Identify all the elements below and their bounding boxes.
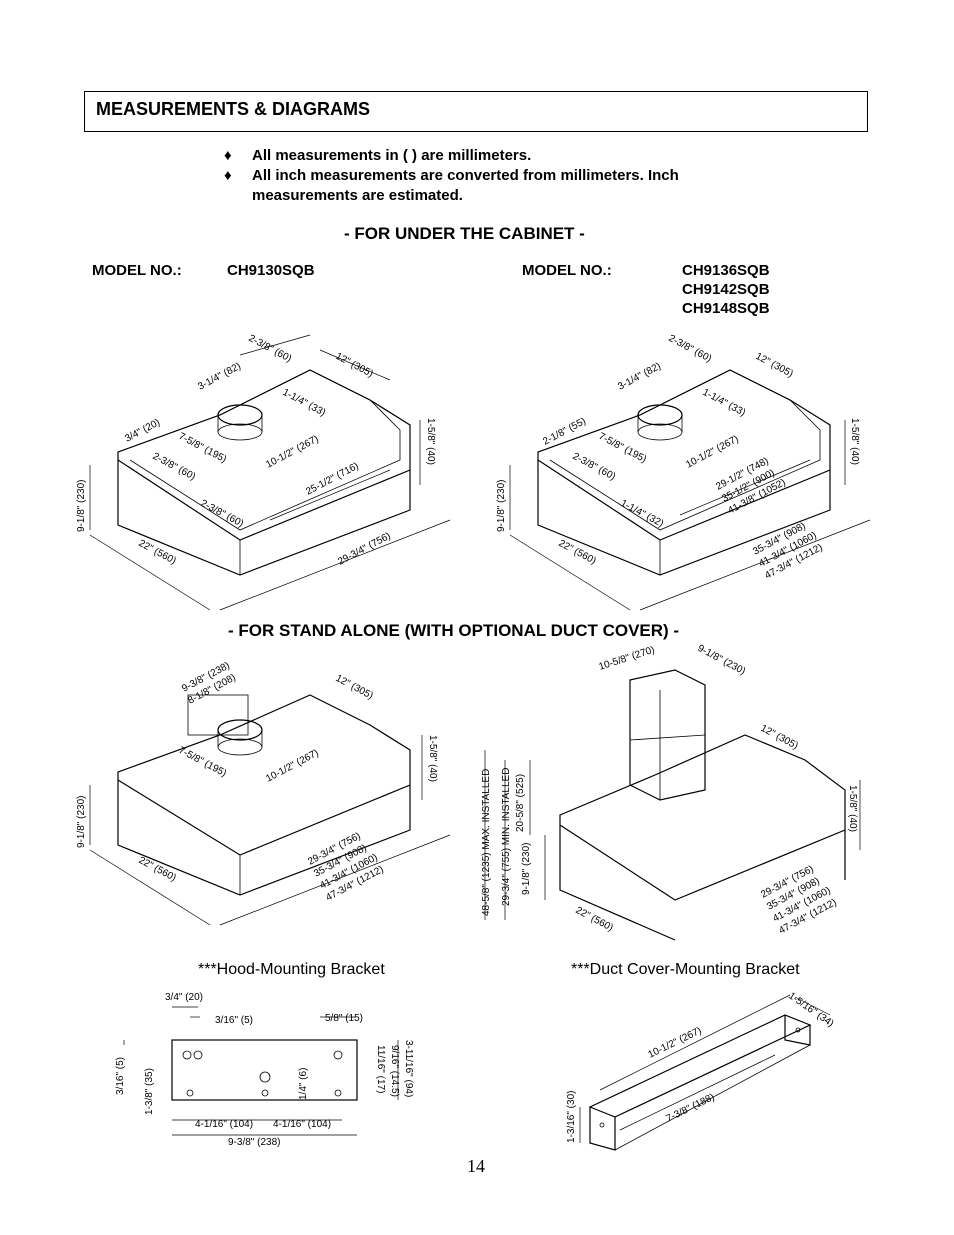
dimension-label: 29-3/4" (755) MIN. INSTALLED (501, 768, 512, 906)
dimension-lines (89, 735, 451, 926)
dimension-labels: 3/4" (20) 3/16" (5) 5/8" (15) 3-11/16" (… (115, 992, 414, 1148)
hood-outline (117, 694, 411, 896)
dimension-label: 10-1/2" (267) (264, 748, 320, 785)
dimension-label: 10-1/2" (267) (646, 1025, 703, 1060)
dimension-label: 9-1/8" (230) (696, 643, 747, 677)
hood-bracket-caption: ***Hood-Mounting Bracket (198, 961, 385, 978)
dimension-label: 3-11/16" (94) (403, 1040, 414, 1097)
note-text: All inch measurements are converted from… (252, 167, 679, 204)
dimension-labels: 9-3/8" (238) 8-1/8" (208) 12" (305) 7-5/… (76, 660, 438, 903)
dimension-label: 22" (560) (557, 538, 598, 567)
bracket-outline (588, 1014, 812, 1151)
dimension-label: 25-1/2" (716) (304, 461, 360, 498)
dimension-label: 3/16" (5) (215, 1015, 253, 1026)
dimension-label: 1-5/16" (34) (786, 990, 835, 1029)
duct-bracket-caption: ***Duct Cover-Mounting Bracket (571, 961, 800, 978)
dimension-labels: 2-3/8" (60) 12" (305) 3-1/4" (82) 1-1/4"… (496, 333, 860, 582)
dimension-lines (484, 750, 861, 920)
notes-list: ♦ All measurements in ( ) are millimeter… (224, 146, 784, 206)
dimension-label: 1-5/8" (40) (847, 785, 858, 832)
dimension-lines (123, 1006, 399, 1136)
dimension-label: 9/16" (14.5) (389, 1045, 400, 1097)
hood-outline (537, 369, 831, 576)
dimension-label: 9-1/8" (230) (76, 480, 87, 532)
section-header-box: MEASUREMENTS & DIAGRAMS (84, 91, 868, 132)
dimension-label: 2-3/8" (60) (247, 333, 294, 365)
stand-alone-hood-diagram-left: 9-3/8" (238) 8-1/8" (208) 12" (305) 7-5/… (76, 660, 451, 926)
dimension-label: 1-1/4" (33) (701, 387, 748, 419)
dimension-label: 1-1/4" (33) (281, 387, 328, 419)
dimension-label: 20-5/8" (525) (515, 774, 526, 832)
dimension-label: 12" (305) (334, 351, 375, 380)
dimension-labels: 2-3/8" (60) 12" (305) 3-1/4" (82) 1-1/4"… (76, 333, 436, 568)
dimension-label: 22" (560) (137, 538, 178, 567)
dimension-label: 48-5/8" (1235) MAX. INSTALLED (481, 769, 492, 916)
dimension-label: 1-3/16" (30) (566, 1091, 577, 1143)
dimension-label: 3/16" (5) (115, 1057, 126, 1095)
dimension-label: 5/8" (15) (325, 1013, 363, 1024)
hood-outline (559, 669, 846, 941)
dimension-label: 9-1/8" (230) (496, 480, 507, 532)
dimension-label: 11/16" (17) (375, 1045, 386, 1093)
diamond-bullet-icon: ♦ (224, 167, 232, 184)
stand-alone-duct-cover-diagram: 10-5/8" (270) 9-1/8" (230) 12" (305) 1-5… (481, 643, 861, 941)
dimension-label: 1-5/8" (40) (425, 418, 436, 465)
model-number-right-1: CH9136SQB (682, 262, 770, 279)
dimension-label: 1-5/8" (40) (427, 735, 438, 782)
dimension-label: 2-3/8" (60) (199, 498, 246, 530)
dimension-label: 22" (560) (137, 855, 178, 884)
dimension-label: 10-1/2" (267) (684, 434, 740, 471)
hood-mounting-bracket-diagram: 3/4" (20) 3/16" (5) 5/8" (15) 3-11/16" (… (115, 992, 414, 1148)
page-number: 14 (467, 1156, 485, 1176)
dimension-label: 3-1/4" (82) (196, 361, 243, 393)
model-label-right: MODEL NO.: (522, 262, 612, 279)
dimension-label: 22" (560) (574, 905, 615, 934)
note-item: ♦ All inch measurements are converted fr… (224, 166, 784, 206)
dimension-label: 7-3/8" (188) (664, 1092, 716, 1125)
dimension-label: 1-5/8" (40) (849, 418, 860, 465)
model-number-right-3: CH9148SQB (682, 300, 770, 317)
dimension-lines (579, 994, 831, 1143)
duct-cover-mounting-bracket-diagram: 1-5/16" (34) 10-1/2" (267) 7-3/8" (188) … (566, 990, 836, 1151)
under-cabinet-hood-diagram-left: 2-3/8" (60) 12" (305) 3-1/4" (82) 1-1/4"… (76, 333, 451, 611)
dimension-label: 9-3/8" (238) (228, 1137, 280, 1148)
model-number-left: CH9130SQB (227, 262, 315, 279)
dimension-labels: 10-5/8" (270) 9-1/8" (230) 12" (305) 1-5… (481, 643, 858, 937)
dimension-label: 4-1/16" (104) (195, 1119, 253, 1130)
dimension-labels: 1-5/16" (34) 10-1/2" (267) 7-3/8" (188) … (566, 990, 836, 1143)
dimension-label: 10-1/2" (267) (264, 434, 320, 471)
dimension-label: 3/4" (20) (165, 992, 203, 1003)
dimension-label: 3/4" (20) (123, 417, 162, 445)
dimension-label: 1-1/4" (32) (619, 498, 666, 530)
under-cabinet-hood-diagram-right: 2-3/8" (60) 12" (305) 3-1/4" (82) 1-1/4"… (496, 333, 871, 611)
dimension-label: 1-3/8" (35) (144, 1068, 155, 1115)
dimension-label: 10-5/8" (270) (598, 644, 657, 672)
dimension-label: 9-1/8" (230) (76, 796, 87, 848)
note-item: ♦ All measurements in ( ) are millimeter… (224, 146, 784, 166)
dimension-label: 12" (305) (759, 723, 800, 752)
dimension-lines (509, 420, 871, 611)
dimension-label: 1/4" (6) (298, 1068, 309, 1100)
note-text: All measurements in ( ) are millimeters. (252, 147, 532, 164)
dimension-label: 29-3/4" (756) (336, 531, 392, 568)
dimension-label: 12" (305) (334, 673, 375, 702)
dimension-lines (89, 334, 451, 611)
dimension-label: 7-5/8" (195) (177, 745, 228, 779)
dimension-label: 2-3/8" (60) (667, 333, 714, 365)
dimension-label: 4-1/16" (104) (273, 1119, 331, 1130)
diamond-bullet-icon: ♦ (224, 147, 232, 164)
bracket-outline (171, 1039, 358, 1101)
stand-alone-title: - FOR STAND ALONE (WITH OPTIONAL DUCT CO… (228, 621, 680, 640)
model-label-left: MODEL NO.: (92, 262, 182, 279)
page-title: MEASUREMENTS & DIAGRAMS (96, 99, 371, 119)
hood-outline (117, 369, 411, 576)
dimension-label: 9-1/8" (230) (521, 843, 532, 895)
dimension-label: 3-1/4" (82) (616, 361, 663, 393)
under-cabinet-title: - FOR UNDER THE CABINET - (344, 224, 585, 243)
model-number-right-2: CH9142SQB (682, 281, 770, 298)
dimension-label: 12" (305) (754, 351, 795, 380)
